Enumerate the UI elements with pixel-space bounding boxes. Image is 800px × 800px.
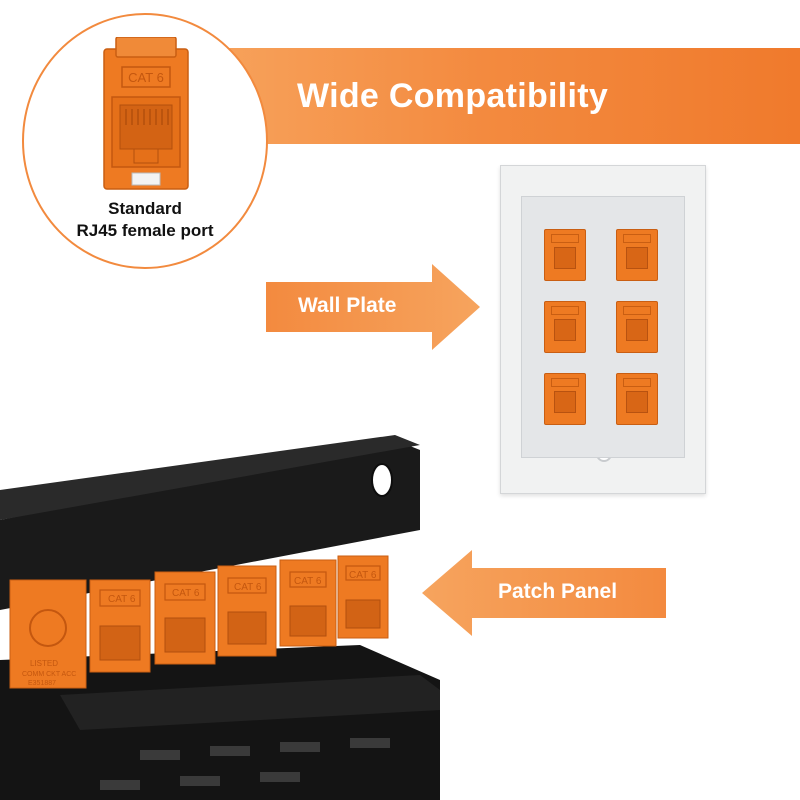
patch-panel-arrow: Patch Panel (420, 548, 668, 638)
wall-plate-label: Wall Plate (298, 294, 397, 317)
wide-compatibility-banner: Wide Compatibility (225, 48, 800, 144)
patch-jack-label: CAT 6 (349, 570, 377, 581)
wall-plate (500, 165, 706, 494)
patch-jack-label: CAT 6 (172, 588, 200, 599)
callout-caption: Standard RJ45 female port (24, 198, 266, 242)
patch-jack-label: CAT 6 (294, 576, 322, 587)
wall-plate-jack (616, 301, 658, 353)
wall-plate-jack (544, 373, 586, 425)
left-arrow-icon (422, 550, 666, 636)
banner-title: Wide Compatibility (297, 77, 609, 115)
wall-plate-frame (521, 196, 685, 458)
right-arrow-icon (266, 264, 480, 350)
patch-panel-label: Patch Panel (498, 580, 618, 603)
wall-plate-jack (616, 229, 658, 281)
rj45-keystone-jack-icon: CAT 6 (103, 37, 189, 190)
patch-panel: CAT 6 CAT 6 CAT 6 CAT 6 CAT 6 LISTED COM… (0, 435, 440, 800)
cert-line: COMM CKT ACC (22, 671, 76, 678)
wall-plate-jack (616, 373, 658, 425)
cert-line: E351887 (28, 680, 56, 687)
wall-plate-arrow: Wall Plate (264, 262, 484, 352)
caption-line-2: RJ45 female port (76, 221, 214, 240)
cert-line: LISTED (30, 659, 58, 668)
patch-jack-label: CAT 6 (234, 582, 262, 593)
patch-jack-label: CAT 6 (108, 594, 136, 605)
wall-plate-jack (544, 301, 586, 353)
jack-label: CAT 6 (128, 70, 164, 85)
caption-line-1: Standard (108, 199, 182, 218)
rj45-port-callout: CAT 6 Standard RJ45 female port (22, 13, 268, 269)
wall-plate-jack (544, 229, 586, 281)
